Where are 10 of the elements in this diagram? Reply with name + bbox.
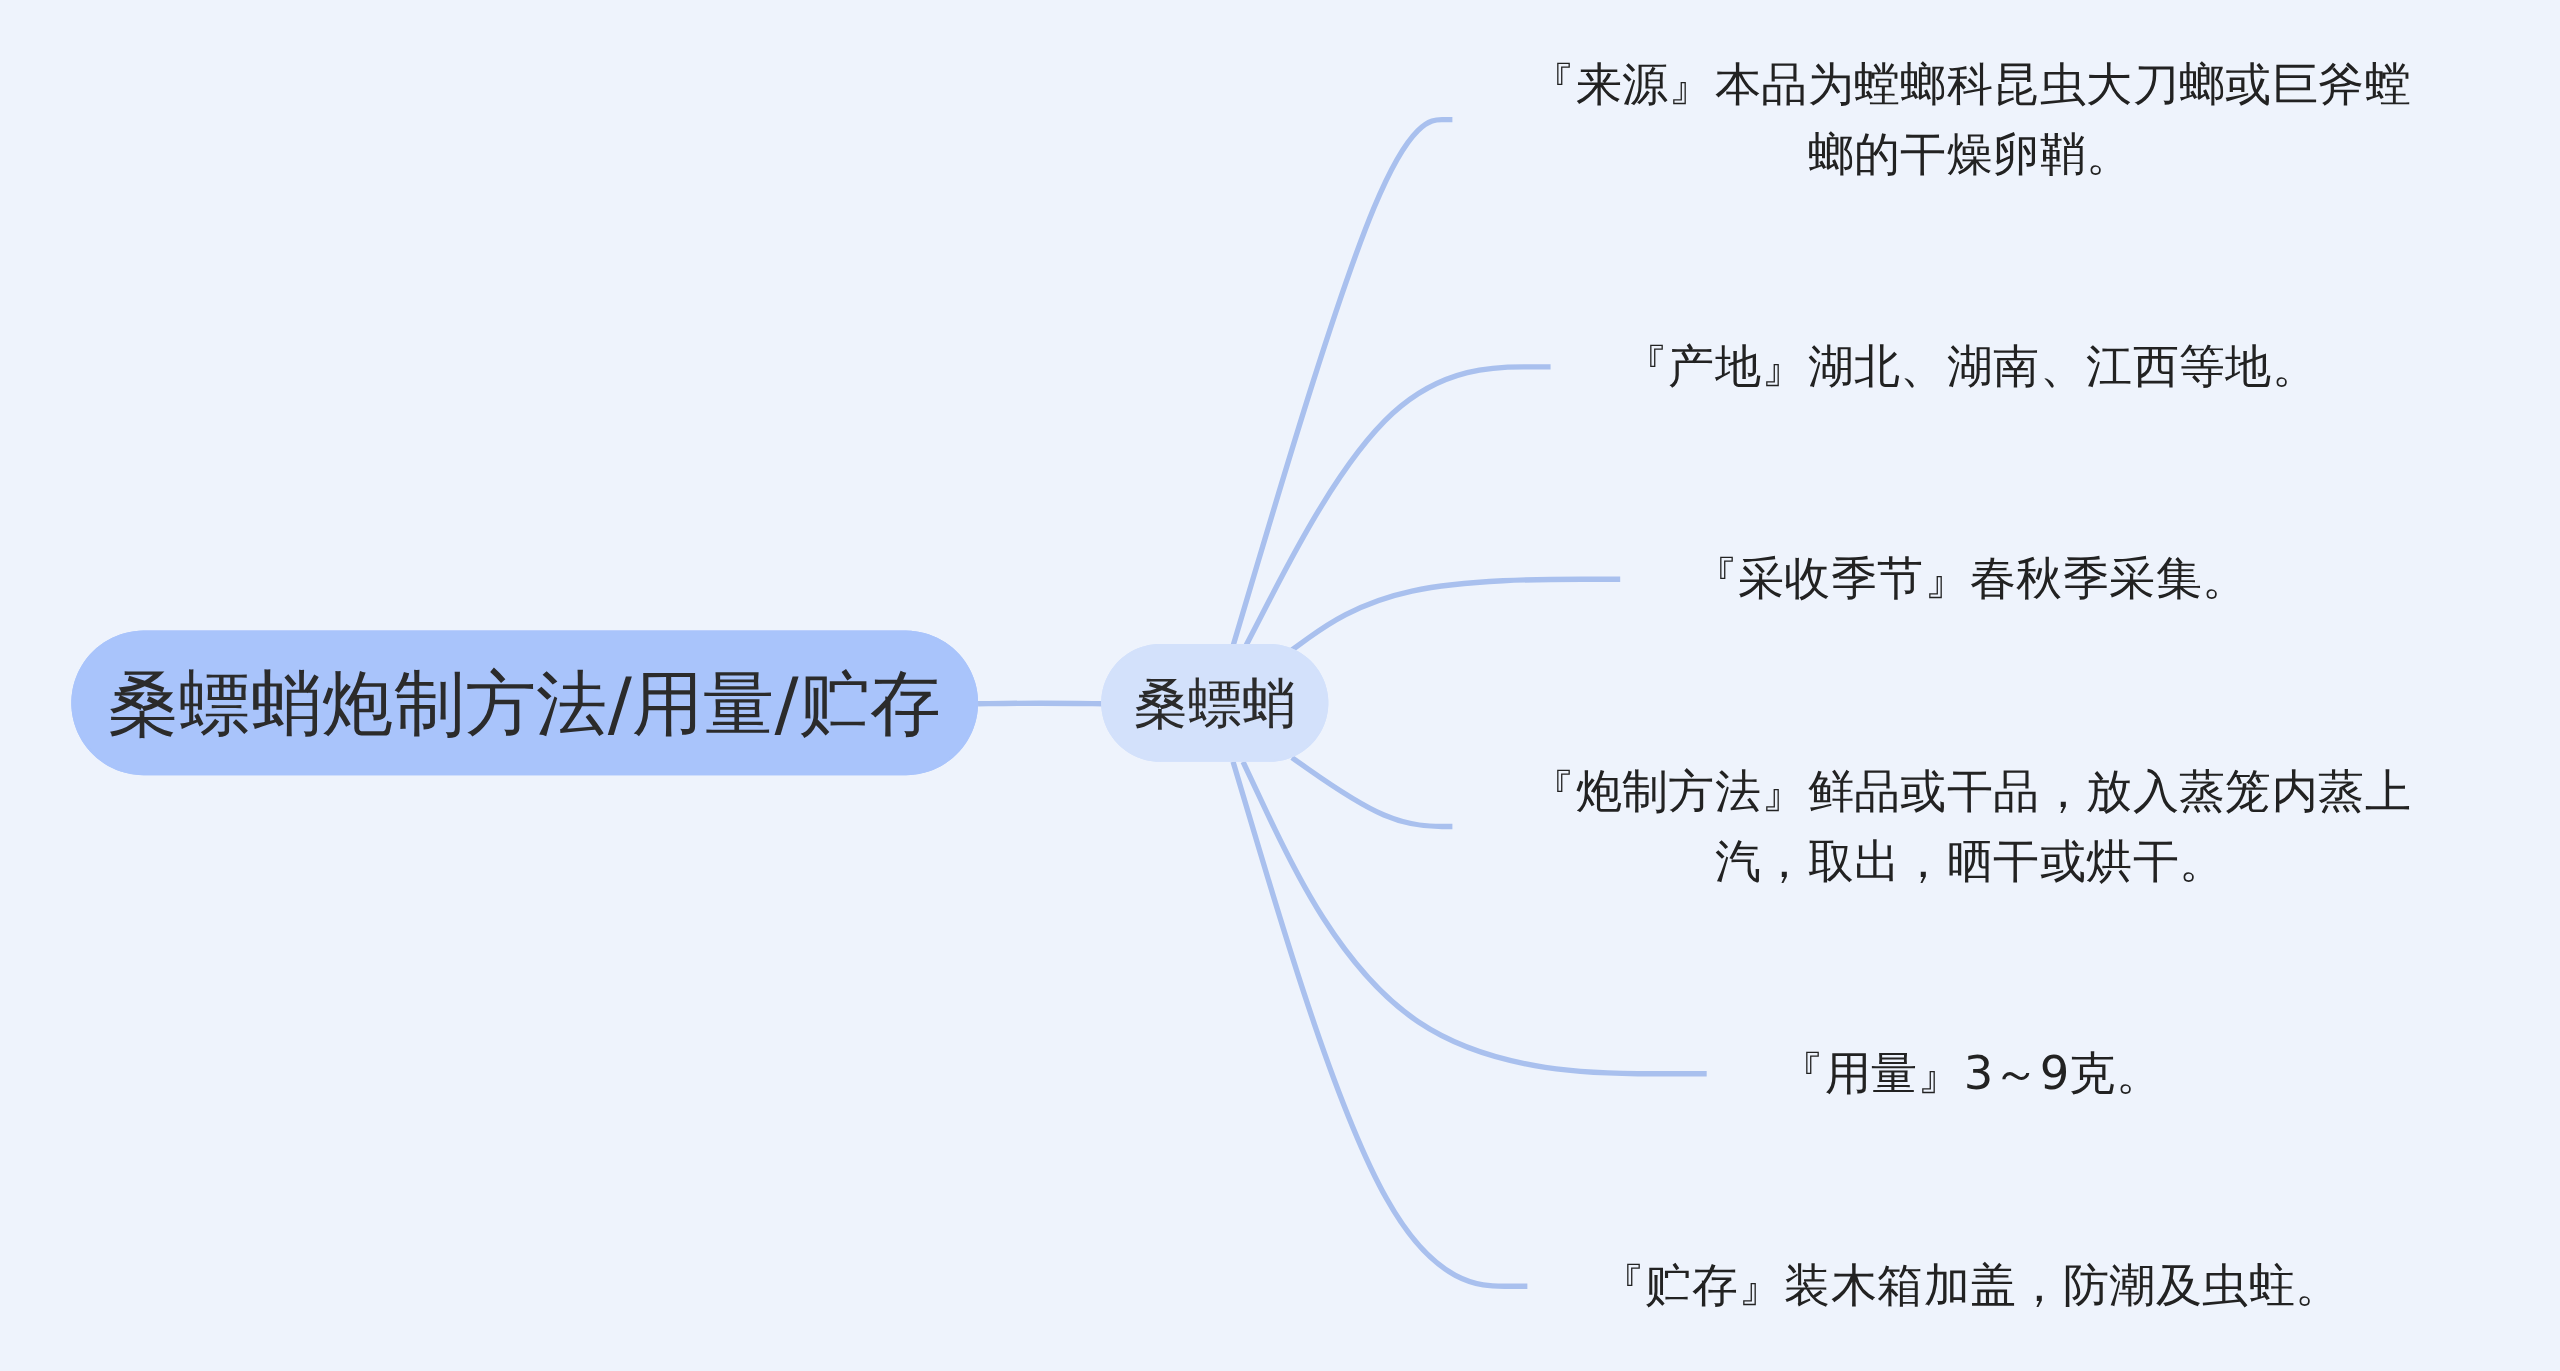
- connector: [1290, 576, 1621, 653]
- node-text: 『炮制方法』鲜品或干品，放入蒸笼内蒸上汽，取出，晒干或烘干。: [1529, 764, 2412, 888]
- node-text: 『采收季节』春秋季采集。: [1691, 551, 2249, 606]
- node-text: 『产地』湖北、湖南、江西等地。: [1621, 339, 2319, 393]
- node-text: 『用量』3～9克。: [1778, 1046, 2163, 1100]
- connector: [1230, 761, 1528, 1289]
- connector: [1240, 760, 1707, 1077]
- node-text: 『来源』本品为螳螂科昆虫大刀螂或巨斧螳螂的干燥卵鞘。: [1529, 57, 2412, 181]
- node-text: 『贮存』装木箱加盖，防潮及虫蛀。: [1598, 1258, 2342, 1313]
- connector: [1290, 755, 1453, 830]
